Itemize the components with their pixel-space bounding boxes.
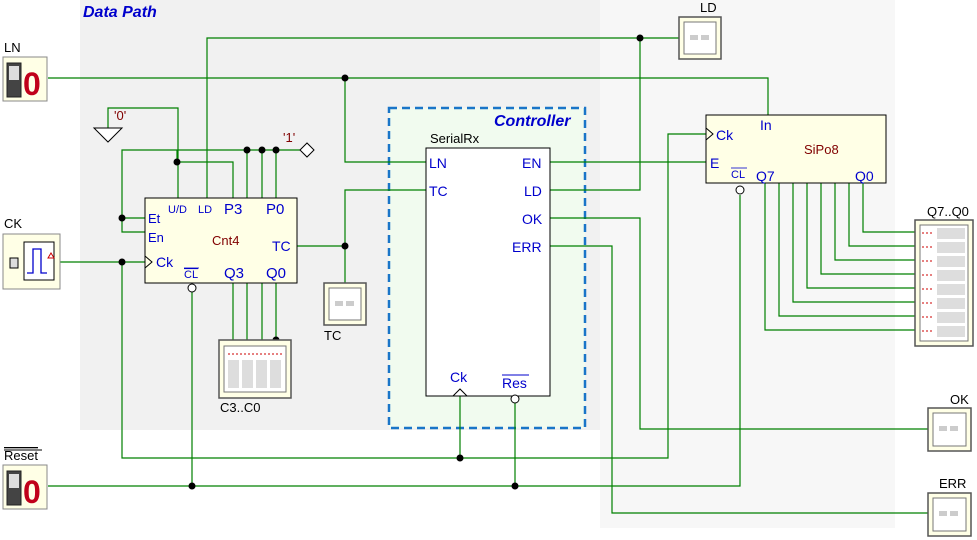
ck-label: CK (4, 216, 22, 231)
q7q0-label: Q7..Q0 (927, 204, 969, 219)
serialrx-pin-ck: Ck (450, 369, 468, 385)
cnt4-pin-p0: P0 (266, 201, 284, 218)
ln-switch[interactable]: LN 0 (2, 40, 48, 102)
serialrx-pin-en: EN (522, 155, 541, 171)
sipo8-pin-in: In (760, 117, 772, 133)
reset-label: Reset (4, 448, 38, 463)
ld-probe-label: LD (700, 0, 717, 15)
sipo8-component[interactable]: Ck E In SiPo8 CL Q7 Q0 (705, 114, 887, 195)
cnt4-pin-q0: Q0 (266, 265, 286, 282)
cnt4-pin-en: En (148, 230, 164, 245)
cnt4-pin-tc: TC (272, 238, 291, 254)
tc-probe[interactable]: TC (323, 282, 367, 343)
ok-probe[interactable]: OK (927, 392, 972, 452)
tc-probe-label: TC (324, 328, 341, 343)
serialrx-pin-err: ERR (512, 239, 542, 255)
q7q0-display[interactable]: Q7..Q0 (914, 204, 974, 347)
c3c0-label: C3..C0 (220, 400, 260, 415)
serialrx-pin-tc: TC (429, 183, 448, 199)
const-zero-label: '0' (114, 108, 126, 123)
const-one-label: '1' (283, 130, 295, 145)
ln-label: LN (4, 40, 21, 55)
reset-value: 0 (23, 474, 41, 510)
cnt4-pin-q3: Q3 (224, 265, 244, 282)
serialrx-pin-ln: LN (429, 155, 447, 171)
junctions (118, 34, 922, 490)
ck-clock-source[interactable]: CK (2, 216, 61, 290)
sipo8-pin-ck: Ck (716, 127, 734, 143)
const-one-symbol: '1' (283, 130, 315, 158)
sipo8-pin-cl: CL (731, 169, 745, 181)
cnt4-pin-et: Et (148, 211, 161, 226)
serialrx-pin-ld: LD (524, 183, 542, 199)
const-zero-symbol: '0' (92, 108, 126, 143)
cnt4-pin-ld: LD (198, 204, 212, 216)
ld-probe[interactable]: LD (678, 0, 722, 60)
controller-title: Controller (494, 113, 571, 130)
cnt4-pin-ck: Ck (156, 254, 174, 270)
cnt4-pin-ud: U/D (168, 204, 187, 216)
right-region (600, 0, 895, 528)
cnt4-name: Cnt4 (212, 233, 239, 248)
c3c0-display[interactable]: C3..C0 (218, 339, 292, 415)
sipo8-name: SiPo8 (804, 142, 839, 157)
reset-switch[interactable]: Reset 0 (2, 448, 48, 510)
sipo8-pin-q7: Q7 (756, 168, 775, 184)
controller-border (387, 106, 587, 430)
diagram-title: Data Path (83, 4, 157, 21)
cnt4-component[interactable]: Cnt4 Et En Ck CL U/D LD P3 P0 TC Q3 Q0 (144, 197, 298, 293)
sipo8-pin-q0: Q0 (855, 168, 874, 184)
sipo8-pin-e: E (710, 155, 719, 171)
serialrx-name: SerialRx (430, 131, 480, 146)
ok-probe-label: OK (950, 392, 969, 407)
serialrx-pin-res: Res (502, 375, 527, 391)
cnt4-pin-p3: P3 (224, 201, 242, 218)
serialrx-pin-ok: OK (522, 211, 543, 227)
err-probe[interactable]: ERR (927, 476, 972, 537)
serialrx-component[interactable]: SerialRx LN TC EN LD OK ERR Ck Res (425, 131, 551, 404)
ln-value: 0 (23, 66, 41, 102)
cnt4-pin-cl: CL (184, 269, 198, 281)
err-probe-label: ERR (939, 476, 966, 491)
wires (48, 37, 928, 514)
